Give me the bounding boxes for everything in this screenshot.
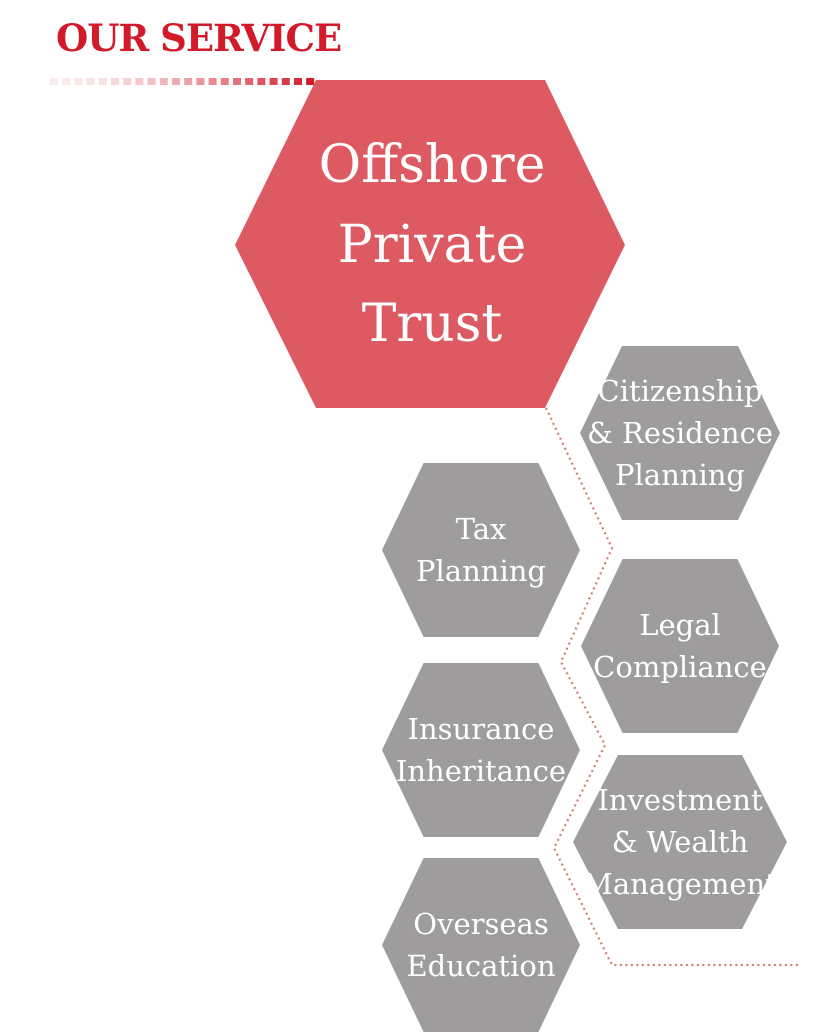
title-underline-dot	[245, 78, 254, 85]
title-underline-dot	[208, 78, 217, 85]
title-underline-dot	[62, 78, 71, 85]
main-service-hexagon-shape	[235, 80, 625, 408]
service-label-line: & Wealth	[612, 825, 749, 859]
service-label-line: Education	[406, 949, 555, 983]
service-label-line: Management	[583, 867, 777, 901]
title-underline-dot	[196, 78, 205, 85]
service-label-line: Tax	[456, 512, 507, 546]
service-label-line: Planning	[615, 458, 745, 492]
service-hexagon-shape	[581, 559, 779, 733]
title-underline-dot	[147, 78, 156, 85]
main-service-line: Trust	[362, 294, 503, 354]
title-underline-dot	[184, 78, 193, 85]
service-label-line: Legal	[639, 608, 721, 642]
title-underline-dot	[281, 78, 290, 85]
title-underline-dot	[159, 78, 168, 85]
service-label-line: Compliance	[593, 650, 767, 684]
service-label-line: Citizenship	[598, 374, 763, 408]
service-hexagon-shape	[580, 346, 780, 520]
title-underline-dot	[135, 78, 144, 85]
title-underline-dot	[98, 78, 107, 85]
title-underline-dot	[257, 78, 266, 85]
service-label-line: Overseas	[413, 907, 548, 941]
main-service-hexagon[interactable]: Offshore Private Trust	[235, 80, 625, 408]
title-underline-dot	[172, 78, 180, 85]
title-underline-dot	[123, 78, 132, 85]
service-hexagon-shape	[382, 858, 580, 1032]
page-title: OUR SERVICE	[56, 16, 342, 60]
main-service-line: Offshore	[319, 135, 546, 195]
title-underline-dots	[50, 78, 315, 85]
title-underline-dot	[233, 78, 241, 85]
service-label-line: Planning	[416, 554, 546, 588]
connector-dotted-line	[545, 407, 800, 967]
title-underline-dot	[86, 78, 95, 85]
title-underline-dot	[74, 78, 83, 85]
service-label-line: Insurance	[408, 712, 555, 746]
title-underline-dot	[50, 78, 58, 85]
service-hexagon-shape	[382, 463, 580, 637]
title-underline-dot	[111, 78, 119, 85]
service-label-line: & Residence	[587, 416, 773, 450]
title-underline-dot	[294, 78, 302, 85]
service-hexagon-shape	[382, 663, 580, 837]
title-underline-dot	[220, 78, 229, 85]
main-service-line: Private	[338, 215, 527, 275]
title-underline-dot	[306, 78, 315, 85]
service-hexagon-shape	[573, 755, 787, 929]
service-label-line: Investment	[597, 783, 763, 817]
service-label-line: Inheritance	[396, 754, 566, 788]
title-underline-dot	[269, 78, 278, 85]
